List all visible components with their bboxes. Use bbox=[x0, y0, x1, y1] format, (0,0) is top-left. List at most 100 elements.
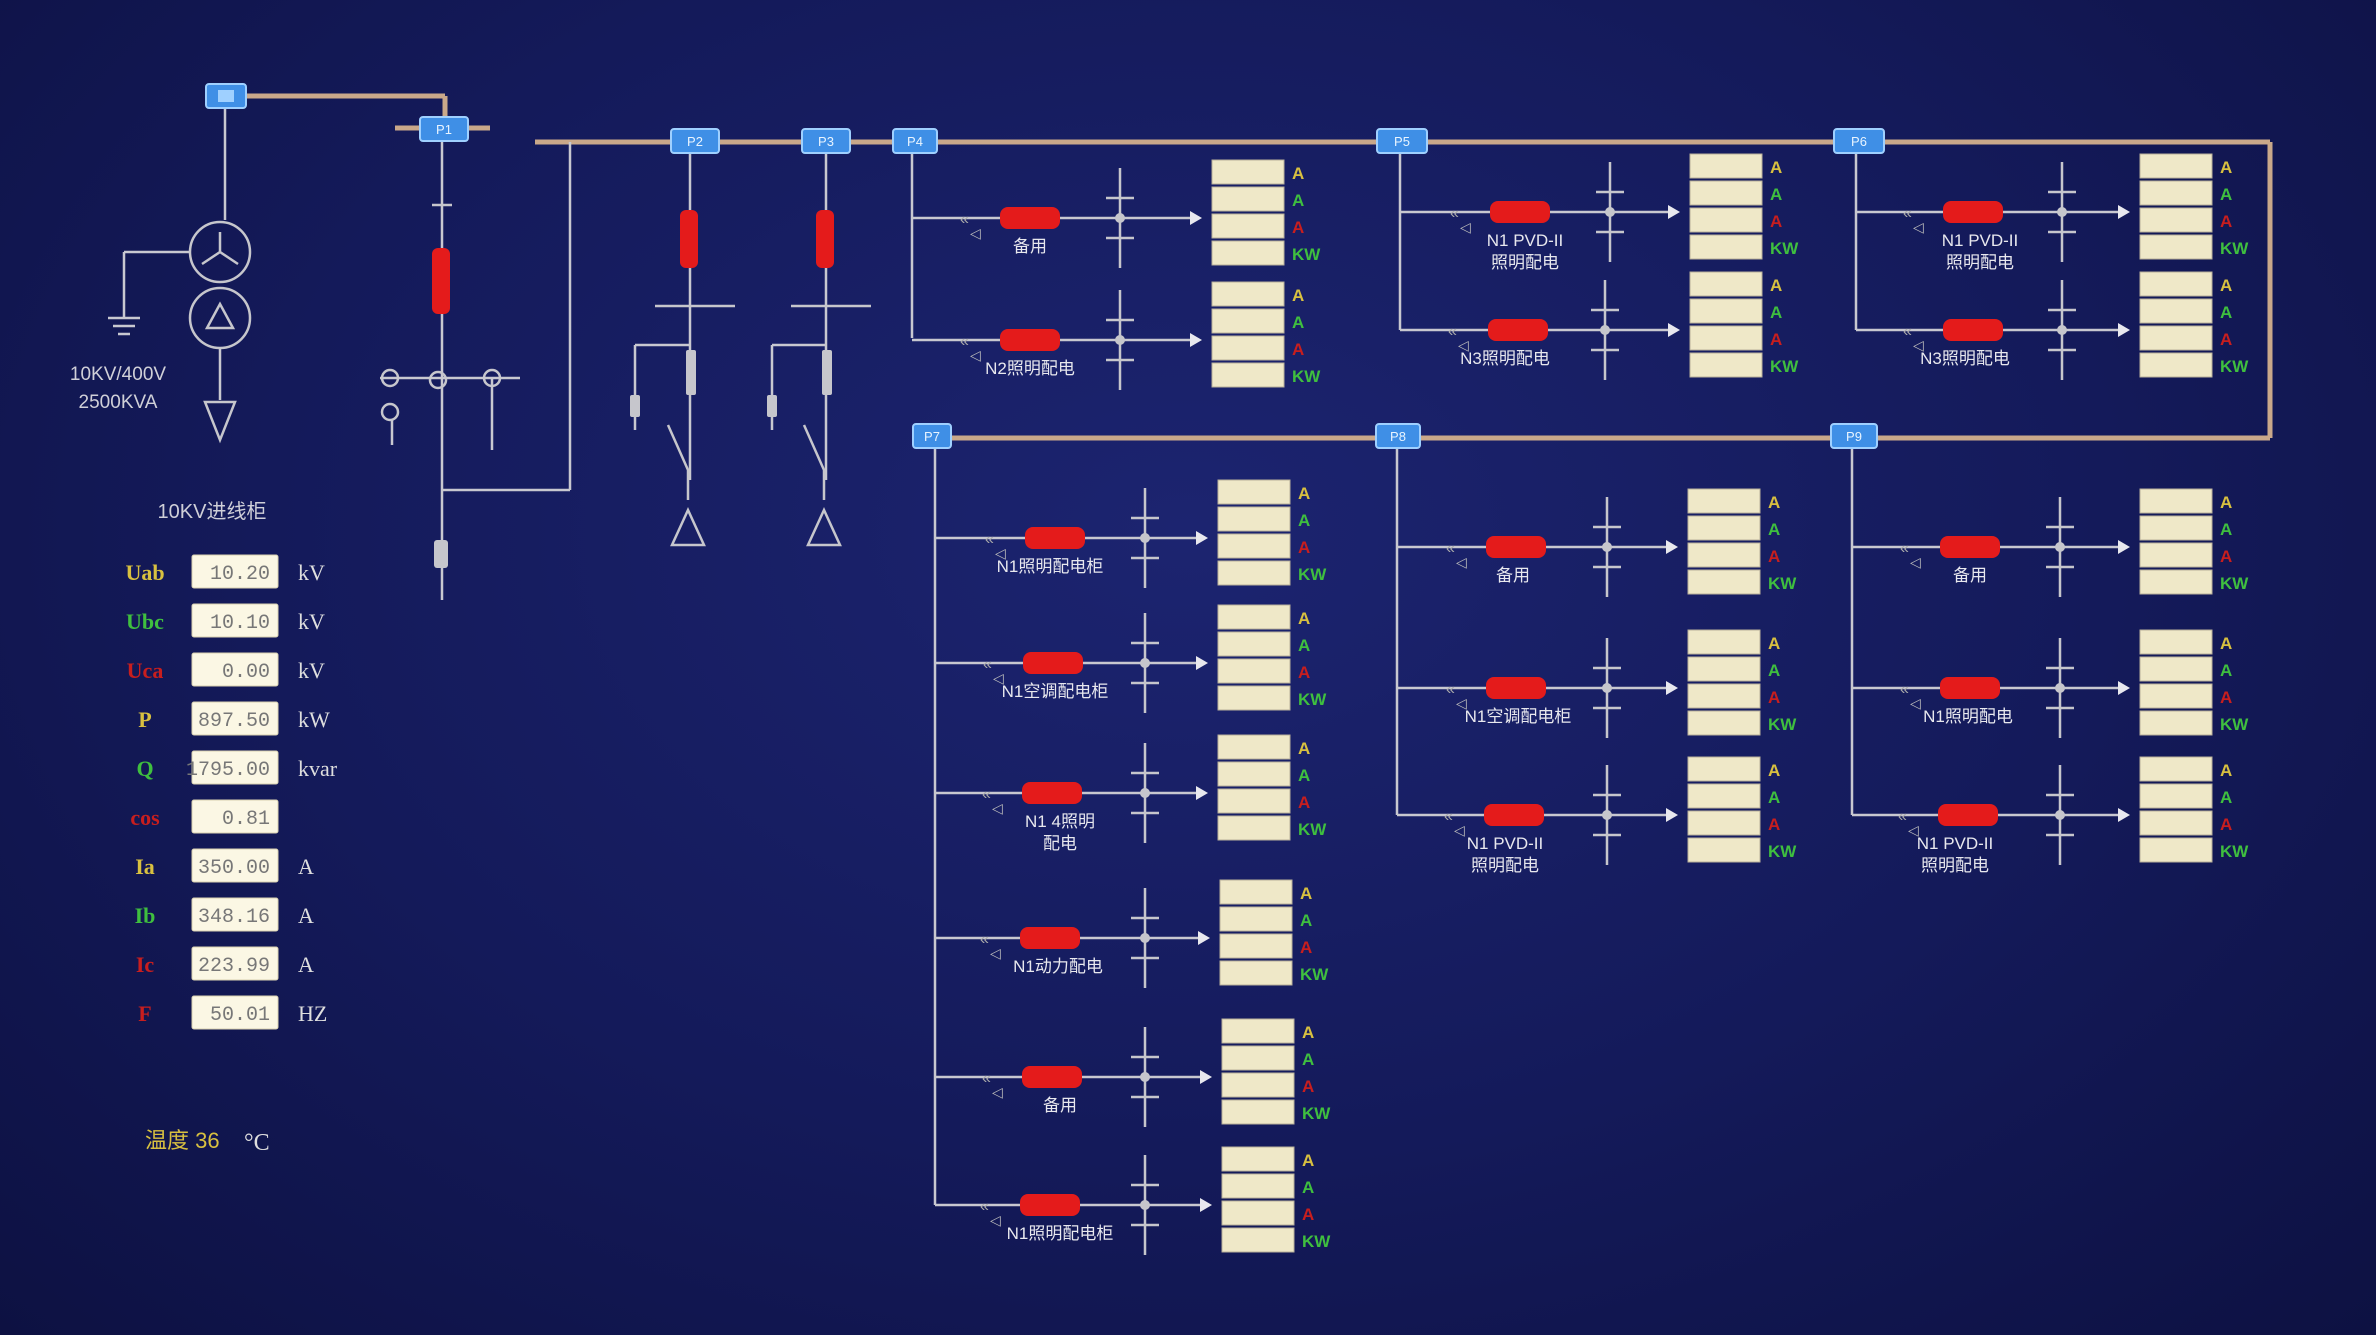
pt2-breaker[interactable] bbox=[816, 210, 834, 268]
node-5[interactable]: P5 bbox=[1376, 128, 1428, 154]
readout-cell bbox=[1221, 1227, 1295, 1253]
feeder-breaker[interactable] bbox=[1486, 536, 1546, 558]
feeder-breaker[interactable] bbox=[1484, 804, 1544, 826]
arrow-icon bbox=[1190, 211, 1202, 225]
node-1[interactable]: P1 bbox=[419, 116, 469, 142]
readout-unit: A bbox=[2220, 688, 2232, 707]
readout-unit: A bbox=[2220, 547, 2232, 566]
readout-cell bbox=[1687, 783, 1761, 809]
readout-cell bbox=[2139, 783, 2213, 809]
pt1-breaker[interactable] bbox=[680, 210, 698, 268]
feeder-breaker[interactable] bbox=[1025, 527, 1085, 549]
meter-value: 348.16 bbox=[198, 906, 270, 929]
readout-cell bbox=[1217, 685, 1291, 711]
meter-name: Ubc bbox=[126, 609, 164, 634]
feeder-breaker[interactable] bbox=[1488, 319, 1548, 341]
svg-text:P4: P4 bbox=[907, 134, 923, 149]
readout-unit: A bbox=[1292, 313, 1304, 332]
earthing-switch-icon bbox=[1591, 280, 1619, 380]
meter-unit: kV bbox=[298, 609, 325, 634]
readout-cell bbox=[1687, 683, 1761, 709]
earthing-switch-icon bbox=[1131, 488, 1159, 588]
meter-value: 50.01 bbox=[210, 1004, 270, 1027]
meter-value-box bbox=[191, 554, 279, 589]
meter-value: 10.10 bbox=[210, 612, 270, 635]
node-3[interactable]: P3 bbox=[801, 128, 851, 154]
node-2[interactable]: P2 bbox=[670, 128, 720, 154]
feeder-label: N1 PVD-II bbox=[1467, 834, 1544, 853]
node-7[interactable]: P7 bbox=[912, 423, 952, 449]
earthing-switch-icon bbox=[1593, 497, 1621, 597]
feeder-breaker[interactable] bbox=[1020, 927, 1080, 949]
isolator-icon: « bbox=[983, 656, 992, 673]
readout-unit: KW bbox=[1768, 574, 1797, 593]
node-tx[interactable] bbox=[205, 83, 247, 109]
node-4[interactable]: P4 bbox=[892, 128, 938, 154]
readout-cell bbox=[1217, 479, 1291, 505]
readout-cell bbox=[2139, 352, 2213, 378]
readout-unit: A bbox=[1298, 766, 1310, 785]
readout-unit: A bbox=[1770, 276, 1782, 295]
readout-unit: A bbox=[2220, 185, 2232, 204]
readout-cell bbox=[1687, 488, 1761, 514]
readout-unit: A bbox=[1292, 191, 1304, 210]
isolator-icon: « bbox=[1900, 540, 1909, 557]
readout-unit: A bbox=[1302, 1151, 1314, 1170]
meter-unit: kW bbox=[298, 707, 330, 732]
feeder-breaker[interactable] bbox=[1938, 804, 1998, 826]
feeder-breaker[interactable] bbox=[1020, 1194, 1080, 1216]
feeder-breaker[interactable] bbox=[1486, 677, 1546, 699]
node-9[interactable]: P9 bbox=[1830, 423, 1878, 449]
feeder-breaker[interactable] bbox=[1490, 201, 1550, 223]
readout-unit: A bbox=[1770, 330, 1782, 349]
meter-name: F bbox=[138, 1001, 151, 1026]
earthing-switch-icon bbox=[1131, 1027, 1159, 1127]
feeder-breaker[interactable] bbox=[1000, 329, 1060, 351]
node-8[interactable]: P8 bbox=[1375, 423, 1421, 449]
feeder-breaker[interactable] bbox=[1943, 319, 2003, 341]
isolator-icon: « bbox=[1900, 681, 1909, 698]
feeder-breaker[interactable] bbox=[1022, 782, 1082, 804]
readout-cell bbox=[1687, 542, 1761, 568]
meter-unit: A bbox=[298, 903, 314, 928]
readout-unit: A bbox=[1300, 884, 1312, 903]
feeder-breaker[interactable] bbox=[1000, 207, 1060, 229]
svg-text:P3: P3 bbox=[818, 134, 834, 149]
ct-icon: ◁ bbox=[1458, 337, 1469, 353]
feeder-breaker[interactable] bbox=[1022, 1066, 1082, 1088]
readout-cell bbox=[1689, 234, 1763, 260]
feeder-breaker[interactable] bbox=[1940, 536, 2000, 558]
feeder-breaker[interactable] bbox=[1940, 677, 2000, 699]
isolator-icon: « bbox=[1450, 205, 1459, 222]
incomer-breaker[interactable] bbox=[432, 248, 450, 314]
readout-unit: A bbox=[2220, 788, 2232, 807]
readout-unit: A bbox=[1768, 788, 1780, 807]
feeder-label: 备用 bbox=[1043, 1096, 1077, 1115]
feeder-breaker[interactable] bbox=[1023, 652, 1083, 674]
readout-unit: A bbox=[2220, 815, 2232, 834]
readout-unit: A bbox=[2220, 661, 2232, 680]
node-6[interactable]: P6 bbox=[1833, 128, 1885, 154]
svg-text:P7: P7 bbox=[924, 429, 940, 444]
feeder-breaker[interactable] bbox=[1943, 201, 2003, 223]
readout-unit: A bbox=[1302, 1077, 1314, 1096]
readout-unit: KW bbox=[1302, 1232, 1331, 1251]
meter-value-box bbox=[191, 603, 279, 638]
arrow-icon bbox=[1666, 808, 1678, 822]
isolator-icon: « bbox=[980, 1198, 989, 1215]
ct-icon: ◁ bbox=[990, 1212, 1001, 1228]
readout-unit: A bbox=[1770, 185, 1782, 204]
